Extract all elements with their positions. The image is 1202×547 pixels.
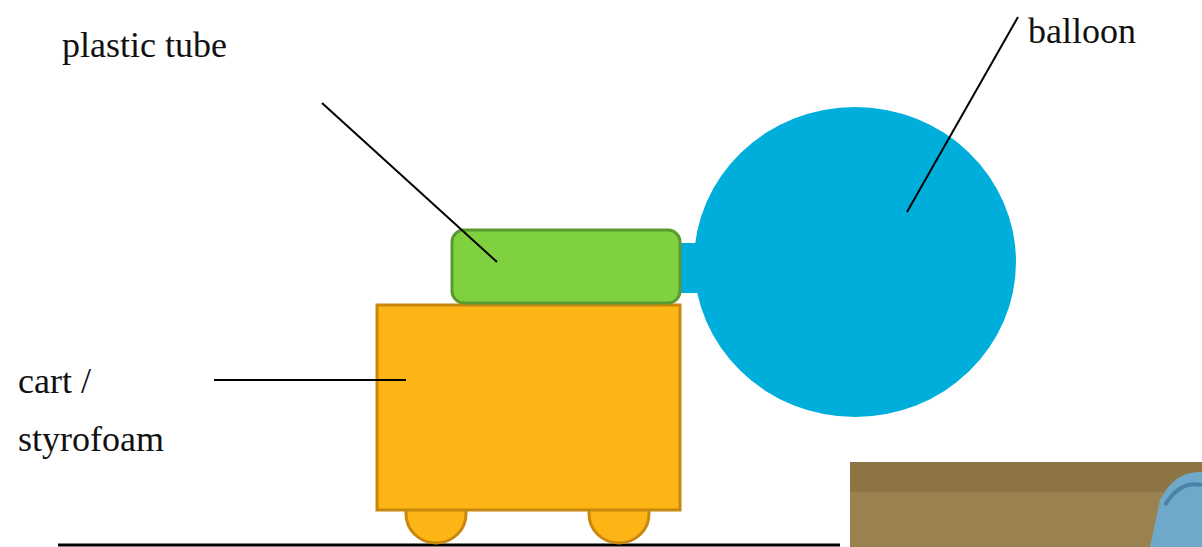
- balloon-shape: [694, 107, 1016, 417]
- photo-fragment: [850, 462, 1202, 547]
- part-label: plastic tube: [62, 16, 322, 74]
- part-label: cart / styrofoam: [18, 352, 208, 468]
- ground-line: [58, 544, 840, 547]
- cart-body: [377, 305, 680, 510]
- blue-object-rim: [1165, 484, 1202, 505]
- blue-object: [1150, 472, 1202, 547]
- plastic-tube-shape: [452, 230, 680, 303]
- part-label: balloon: [1028, 2, 1198, 60]
- wood-grain: [850, 462, 1202, 492]
- leader-line: [907, 17, 1018, 212]
- wood-table: [850, 462, 1202, 547]
- leader-line: [322, 103, 497, 262]
- leader-line: [214, 379, 406, 381]
